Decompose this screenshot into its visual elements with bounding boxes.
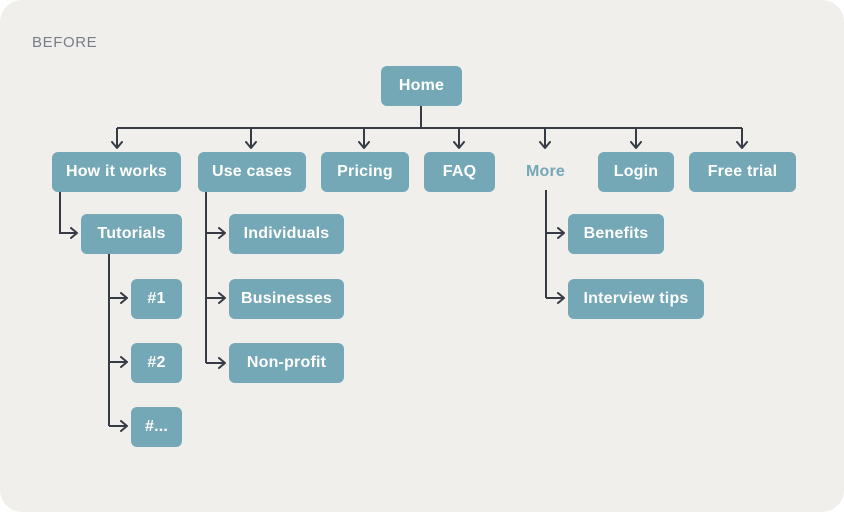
node-tutorials: Tutorials [81,214,182,254]
node-use-cases: Use cases [198,152,306,192]
connector-tutorials [59,192,78,239]
node-more-label: More [525,163,566,180]
node-tutorial-more: #... [131,407,182,447]
node-pricing: Pricing [321,152,409,192]
node-tutorial-1: #1 [131,279,182,319]
node-businesses: Businesses [229,279,344,319]
node-free-trial: Free trial [689,152,796,192]
node-login: Login [598,152,674,192]
node-tutorial-2: #2 [131,343,182,383]
diagram-title: BEFORE [32,34,98,51]
node-interview-tips: Interview tips [568,279,704,319]
node-how-it-works: How it works [52,152,181,192]
node-benefits: Benefits [568,214,664,254]
node-faq: FAQ [424,152,495,192]
node-home: Home [381,66,462,106]
node-individuals: Individuals [229,214,344,254]
node-non-profit: Non-profit [229,343,344,383]
